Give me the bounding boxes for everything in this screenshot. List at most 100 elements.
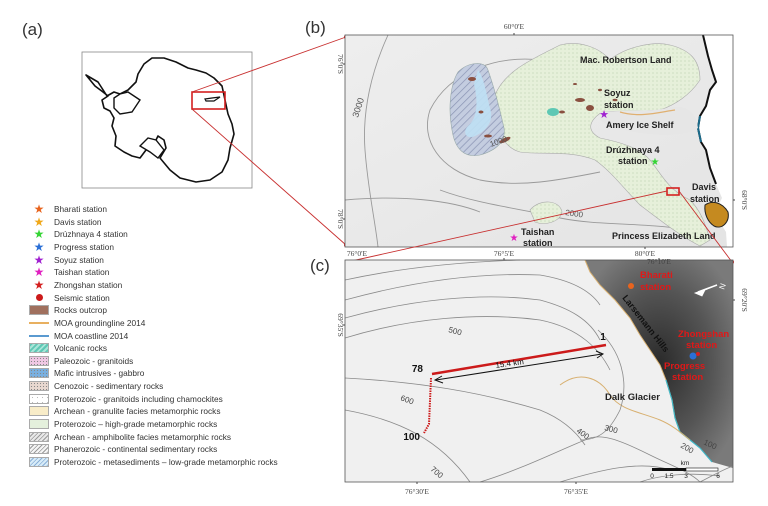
swatch-icon — [28, 342, 50, 354]
druzhnaya-label-2: station — [618, 156, 648, 166]
zhongshan-station-marker — [696, 352, 700, 356]
davis-label-2: station — [690, 194, 720, 204]
legend-item: MOA coastline 2014 — [28, 330, 128, 342]
legend-label: Seismic station — [54, 292, 110, 303]
princess-elizabeth-land-label: Princess Elizabeth Land — [612, 231, 716, 241]
tick-label: 76°0'S — [336, 54, 345, 74]
mac-robertson-land — [494, 43, 711, 247]
legend-label: Rocks outcrop — [54, 305, 108, 316]
larsemann-rock-area — [585, 260, 733, 468]
star-icon: ★ — [33, 252, 45, 267]
legend-label: Proterozoic - granitoids including chamo… — [54, 393, 223, 404]
swatch-icon — [28, 304, 50, 316]
svg-text:1.5: 1.5 — [664, 473, 673, 480]
contour-label: 300 — [603, 423, 619, 435]
swatch-icon — [28, 456, 50, 468]
bharati-label-2: station — [640, 282, 671, 293]
panel-c-frame — [344, 259, 734, 483]
legend-label: Proterozoic – high-grade metamorphic roc… — [54, 419, 218, 430]
dot-icon — [28, 292, 50, 304]
star-icon: ★ — [33, 202, 45, 216]
legend-item: Proterozoic - granitoids including chamo… — [28, 393, 223, 405]
tick-label: 76°5'E — [494, 249, 515, 258]
legend-item: ★ Davis station — [28, 216, 102, 228]
connector-line — [191, 36, 347, 93]
tick-label: 60°0'E — [504, 22, 525, 31]
contour-label: 600 — [399, 393, 415, 406]
panel-c-axes: 76°0'E 76°5'E 76°10'E 69°35'S 69°20'S 76… — [336, 249, 749, 496]
legend-label: Paleozoic - granitoids — [54, 355, 134, 366]
svg-text:N: N — [717, 282, 728, 291]
profile-start-label: 1 — [600, 332, 606, 343]
legend-item: ★Taishan station — [28, 266, 110, 278]
druzhnaya-label-1: Drúzhnaya 4 — [606, 145, 660, 155]
panel-c-map: 500 600 700 400 300 200 100 1 78 100 15.… — [344, 259, 734, 483]
panel-b-frame — [344, 34, 734, 248]
taishan-station-marker: ★ — [510, 233, 519, 244]
legend-item: Archean - amphibolite facies metamorphic… — [28, 431, 231, 443]
legend-label: Volcanic rocks — [54, 343, 108, 354]
amery-ice-shelf-label: Amery Ice Shelf — [606, 120, 675, 130]
davis-label-1: Davis — [692, 182, 716, 192]
profile-distance-label: 15.4 km — [495, 357, 525, 370]
antarctica-outline — [85, 57, 235, 183]
legend-label: Zhongshan station — [54, 279, 123, 290]
legend-label: MOA coastline 2014 — [54, 330, 129, 341]
connector-line — [346, 190, 668, 263]
legend-label: MOA groundingline 2014 — [54, 317, 146, 328]
star-icon: ★ — [33, 239, 45, 254]
tick-label: 69°20'S — [740, 288, 749, 312]
mac-robertson-land-label: Mac. Robertson Land — [580, 55, 672, 65]
legend-item: Proterozoic – high-grade metamorphic roc… — [28, 418, 217, 430]
legend-label: Drúzhnaya 4 station — [54, 229, 128, 240]
panel-a-map — [81, 51, 253, 189]
druzhnaya-station-marker: ★ — [651, 157, 660, 168]
star-icon: ★ — [33, 277, 45, 292]
swatch-icon — [28, 443, 50, 455]
swatch-icon — [28, 380, 50, 392]
legend-item: Proterozoic - metasediments – low-grade … — [28, 456, 278, 468]
line-icon — [28, 330, 50, 342]
legend-item: Paleozoic - granitoids — [28, 355, 133, 367]
tick-label: 68°0'S — [740, 190, 749, 210]
scale-bar: km 0 1.5 3 6 — [650, 460, 720, 480]
legend-label: Proterozoic - metasediments – low-grade … — [54, 457, 278, 467]
panel-b-map: 3000 1000 2000 ★ ★ ★ Mac. Robertson Land… — [344, 34, 734, 248]
svg-text:km: km — [681, 460, 690, 467]
contour-label: 500 — [447, 325, 463, 337]
taishan-label-1: Taishan — [521, 227, 554, 237]
volcanic-rocks — [547, 108, 559, 116]
panel-b-axes: 60°0'E 76°0'S 78°0'S 68°0'S 80°0'E — [336, 22, 749, 258]
tick-label: 76°30'E — [405, 487, 429, 496]
legend-label: Soyuz station — [54, 254, 104, 265]
legend-label: Cenozoic - sedimentary rocks — [54, 381, 164, 392]
legend-label: Archean - granulite facies metamorphic r… — [54, 406, 221, 417]
amery-inlet — [204, 96, 221, 102]
tick-label: 76°0'E — [347, 249, 368, 258]
legend-label: Davis station — [54, 216, 102, 227]
progress-station-marker — [689, 352, 697, 360]
swatch-icon — [28, 355, 50, 367]
soyuz-station-marker: ★ — [599, 109, 609, 121]
bharati-station-marker — [628, 283, 634, 289]
star-icon: ★ — [33, 214, 45, 229]
legend-item: ★ Bharati station — [28, 203, 107, 215]
ross-sea — [138, 137, 165, 159]
legend-item: Mafic intrusives - gabbro — [28, 367, 144, 379]
legend-label: Archean - amphibolite facies metamorphic… — [54, 431, 232, 442]
legend-label: Bharati station — [54, 204, 108, 214]
legend-item: Volcanic rocks — [28, 342, 107, 354]
legend-label: Taishan station — [54, 267, 110, 278]
legend-item: Rocks outcrop — [28, 304, 107, 316]
tick-label: 76°10'E — [647, 257, 671, 266]
legend-item: ★ Zhongshan station — [28, 277, 123, 292]
soyuz-label-1: Soyuz — [604, 88, 631, 98]
zhongshan-label-2: station — [686, 340, 717, 351]
svg-text:6: 6 — [716, 473, 720, 480]
swatch-icon — [28, 393, 50, 405]
connector-line — [191, 108, 347, 246]
swatch-icon — [28, 431, 50, 443]
tick-label: 78°0'S — [336, 209, 345, 229]
legend-item: ★Progress station — [28, 241, 114, 253]
seismic-profile-line — [423, 377, 432, 434]
